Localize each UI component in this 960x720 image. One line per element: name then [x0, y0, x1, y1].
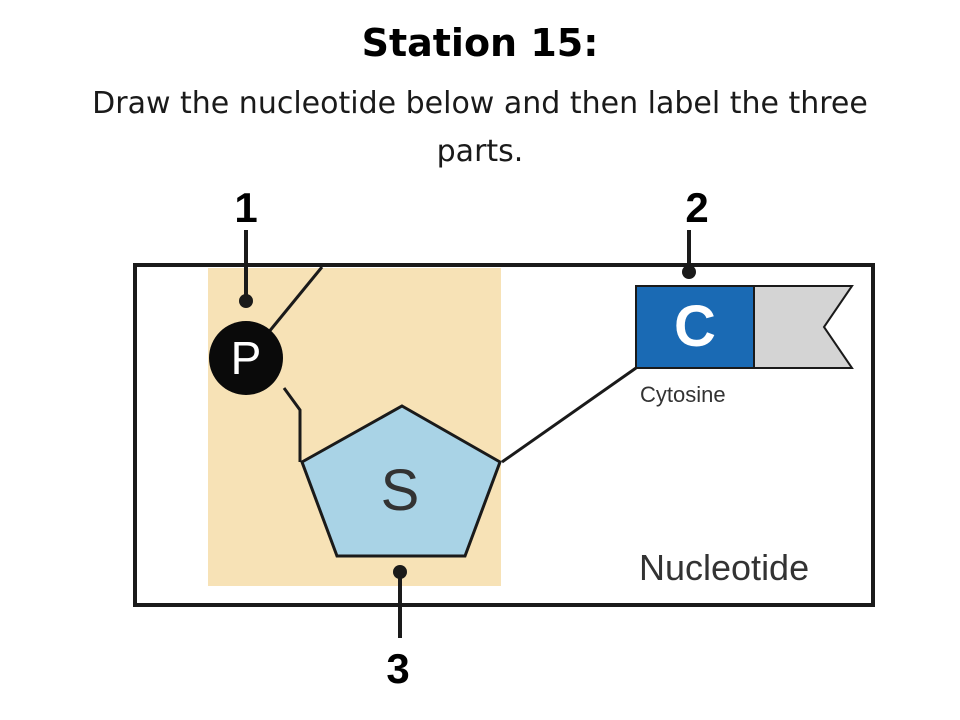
- callout-2-number: 2: [685, 184, 708, 231]
- base-letter: C: [674, 294, 716, 359]
- sugar-base-bond: [501, 366, 637, 464]
- phosphate-upper-bond: [266, 266, 324, 334]
- diagram-frame: [133, 263, 875, 607]
- phosphate-circle: [209, 321, 283, 395]
- callout-3-number: 3: [386, 645, 409, 692]
- phosphate-letter: P: [231, 332, 262, 384]
- nucleotide-label: Nucleotide: [639, 547, 809, 588]
- callout-2-dot: [682, 265, 696, 279]
- callout-1-number: 1: [234, 184, 257, 231]
- callout-1-dot: [239, 294, 253, 308]
- base-name: Cytosine: [640, 382, 726, 407]
- sugar-pentagon: [300, 404, 502, 558]
- sugar-letter: S: [381, 458, 420, 523]
- slide-instruction: Draw the nucleotide below and then label…: [92, 86, 868, 169]
- slide-title: Station 15:: [361, 21, 599, 65]
- base-tag: [753, 285, 854, 369]
- phosphate-sugar-bond: [282, 387, 302, 462]
